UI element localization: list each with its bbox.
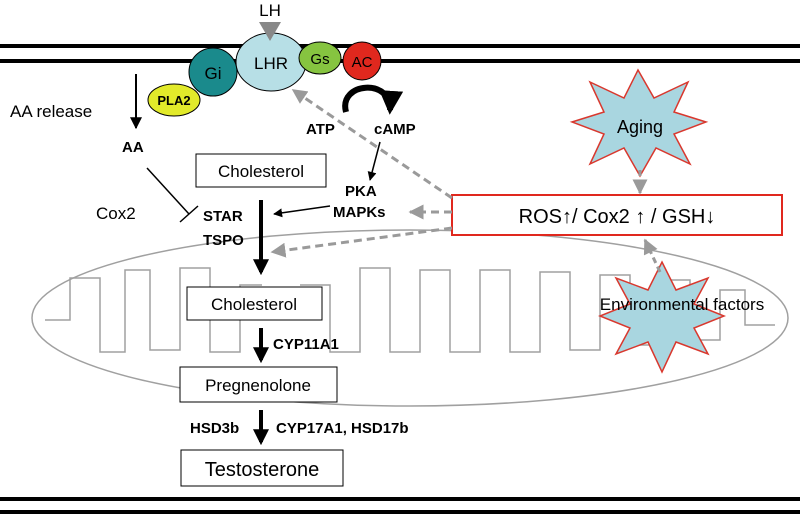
- ros-box: ROS↑/ Cox2 ↑ / GSH↓: [451, 194, 783, 236]
- pla2-label: PLA2: [157, 93, 190, 108]
- cholesterol-mito-box: Cholesterol: [186, 286, 323, 321]
- gs-label: Gs: [310, 51, 329, 68]
- atp-label: ATP: [306, 121, 335, 138]
- star-label: STAR: [203, 208, 243, 225]
- env-to-ros-arrow: [643, 238, 662, 273]
- gi-protein: [188, 47, 238, 97]
- pregnenolone-box: Pregnenolone: [179, 366, 338, 403]
- testosterone-box: Testosterone: [180, 449, 344, 487]
- mapks-label: MAPKs: [333, 204, 386, 221]
- ros-to-lhr-arrow: [291, 88, 453, 200]
- aging-burst: Aging: [569, 68, 709, 178]
- environmental-label: Environmental factors: [600, 295, 764, 314]
- svg-text:Aging: Aging: [617, 117, 663, 137]
- lhr-label: LHR: [254, 54, 288, 73]
- cyp11a1-label: CYP11A1: [273, 336, 339, 353]
- plasma-membrane: [0, 44, 800, 63]
- lh-label: LH: [259, 1, 281, 20]
- svg-text:Pregnenolone: Pregnenolone: [205, 376, 311, 395]
- svg-text:ROS↑/ Cox2 ↑ / GSH↓: ROS↑/ Cox2 ↑ / GSH↓: [519, 206, 716, 228]
- svg-text:Cholesterol: Cholesterol: [211, 295, 297, 314]
- atp-camp-arrow: [342, 84, 404, 115]
- ros-to-tspo-arrow: [270, 226, 453, 258]
- aa-release-label: AA release: [10, 102, 92, 121]
- cox2-inhibition-bar: [179, 205, 199, 223]
- cox2-inhibition-line: [146, 167, 190, 215]
- hsd3b-label: HSD3b: [190, 420, 239, 437]
- ac-label: AC: [352, 54, 373, 71]
- gs-protein: [298, 41, 342, 75]
- pka-label: PKA: [345, 183, 377, 200]
- cox2-label: Cox2: [96, 204, 136, 223]
- receptor-complex: Gi LHR Gs AC PLA2: [147, 32, 382, 117]
- bottom-membrane: [0, 497, 800, 514]
- lh-triangle: [259, 22, 281, 41]
- ac-enzyme: [342, 41, 382, 81]
- gi-label: Gi: [205, 64, 222, 83]
- camp-pka-arrow: [367, 141, 381, 181]
- cyp17a1-hsd17b-label: CYP17A1, HSD17b: [276, 420, 409, 437]
- aa-label: AA: [122, 139, 144, 156]
- cholesterol-cytosol-box: Cholesterol: [195, 153, 327, 188]
- camp-label: cAMP: [374, 121, 416, 138]
- pla2-enzyme: [147, 83, 201, 117]
- environmental-burst: Environmental factors: [597, 260, 764, 374]
- tspo-label: TSPO: [203, 232, 244, 249]
- svg-text:Cholesterol: Cholesterol: [218, 162, 304, 181]
- svg-text:Testosterone: Testosterone: [205, 459, 320, 481]
- pka-star-arrow: [273, 205, 331, 218]
